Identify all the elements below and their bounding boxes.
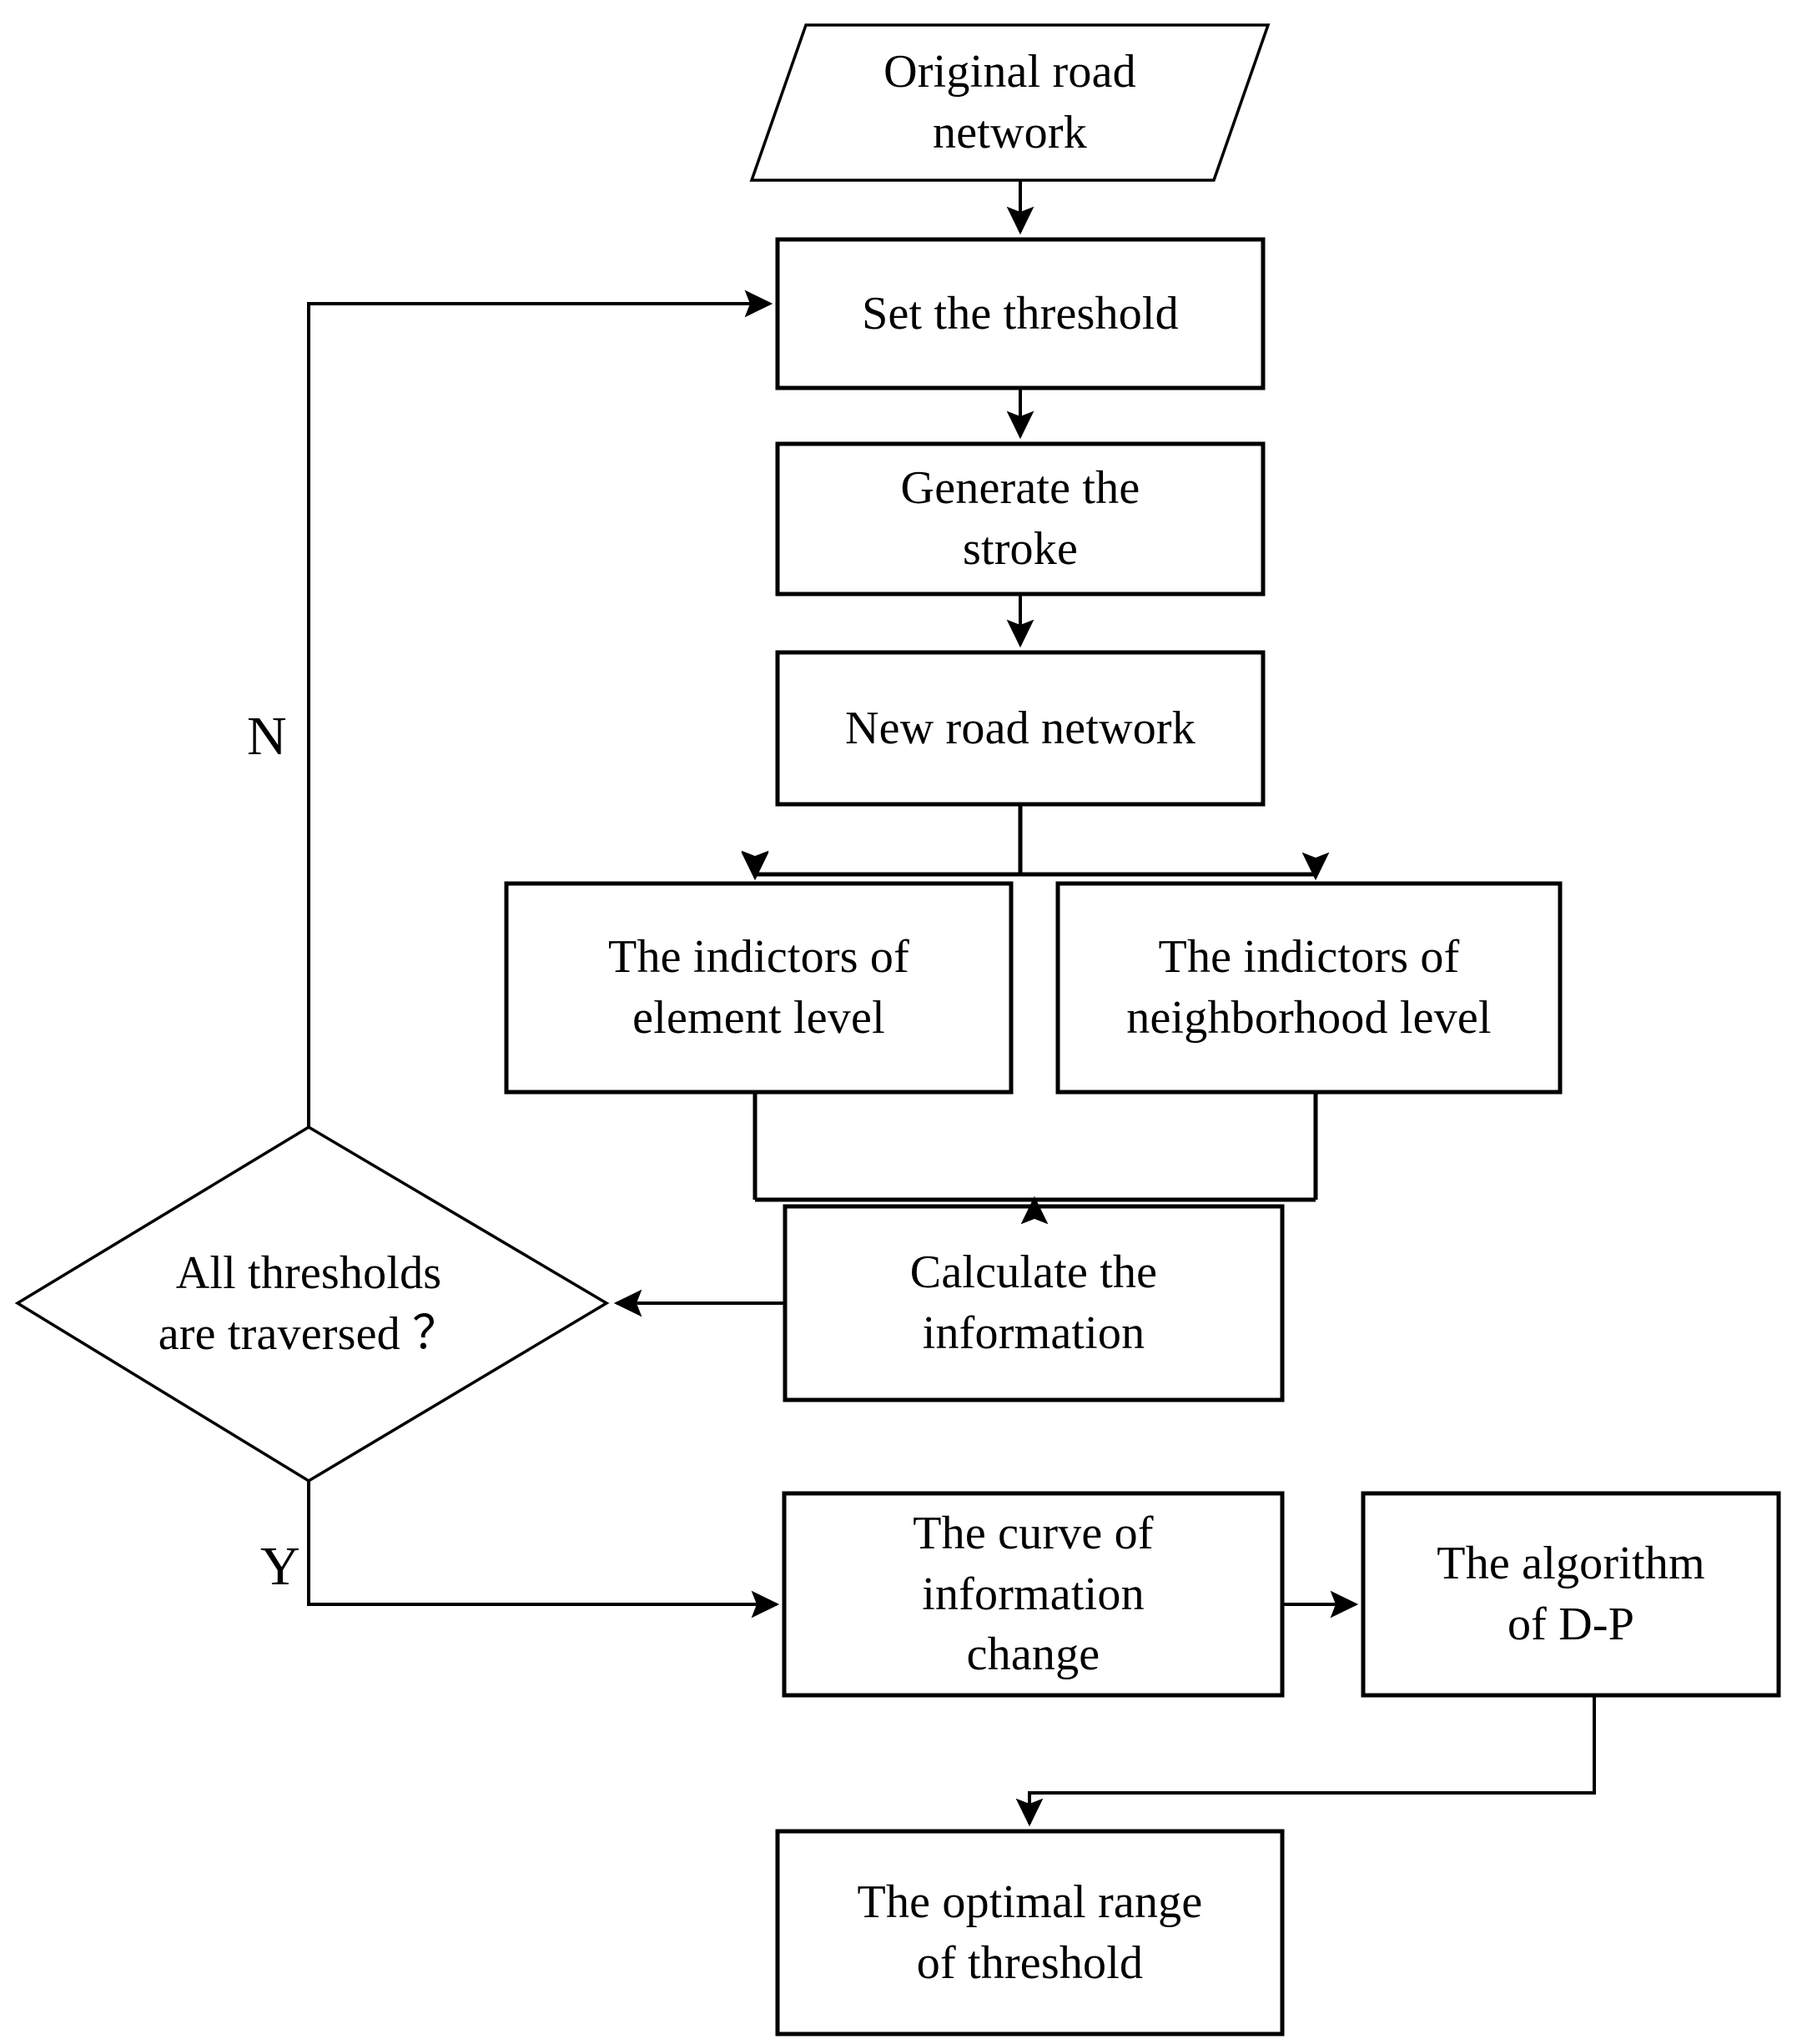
label-line: of D-P xyxy=(1507,1598,1635,1650)
node-optimal-range-threshold-label: The optimal range of threshold xyxy=(778,1831,1282,2034)
label-line: The indictors of xyxy=(608,931,909,984)
node-indictors-neighborhood-level-label: The indictors of neighborhood level xyxy=(1058,884,1560,1092)
node-indictors-element-level-label: The indictors of element level xyxy=(506,884,1011,1092)
node-new-road-network-shape xyxy=(775,650,1266,807)
label-line: Generate the xyxy=(900,462,1140,515)
label-line: New road network xyxy=(845,702,1195,754)
node-set-threshold-shape xyxy=(775,237,1266,390)
node-algorithm-dp-label: The algorithm of D-P xyxy=(1363,1493,1779,1695)
label-line: stroke xyxy=(962,523,1079,575)
node-optimal-range-threshold-shape xyxy=(775,1829,1285,2036)
edge-decision-no-to-set-threshold xyxy=(307,289,773,1127)
label-line: information xyxy=(922,1307,1145,1359)
label-line: Original road xyxy=(883,46,1136,98)
branch-label-yes: Y xyxy=(260,1536,300,1597)
label-line: The curve of xyxy=(913,1507,1154,1559)
label-line: Set the threshold xyxy=(862,287,1179,340)
label-line: network xyxy=(933,107,1087,159)
label-line: are traversed ？ xyxy=(158,1307,460,1360)
node-set-threshold-label: Set the threshold xyxy=(778,239,1263,388)
label-line: Calculate the xyxy=(909,1246,1158,1299)
edge-decision-yes-to-curve xyxy=(307,1481,780,1619)
label-line: information xyxy=(922,1568,1145,1620)
label-line: All thresholds xyxy=(175,1246,442,1299)
node-calculate-information-label: Calculate the information xyxy=(785,1206,1282,1400)
label-line: The optimal range xyxy=(857,1875,1203,1928)
label-line: change xyxy=(966,1629,1100,1681)
node-curve-information-change-shape xyxy=(782,1491,1285,1698)
node-indictors-element-level-shape xyxy=(504,881,1014,1095)
node-algorithm-dp-shape xyxy=(1361,1491,1781,1698)
branch-label-no: N xyxy=(247,706,287,767)
node-indictors-neighborhood-level-shape xyxy=(1055,881,1563,1095)
node-all-thresholds-traversed-label: All thresholds are traversed ？ xyxy=(67,1201,551,1406)
node-original-road-network-label: Original road network xyxy=(752,25,1268,180)
node-curve-information-change-label: The curve of information change xyxy=(784,1493,1282,1695)
label-line: The indictors of xyxy=(1158,931,1460,984)
label-line: element level xyxy=(632,992,885,1044)
edge-algorithm-dp-to-optimal-range xyxy=(1015,1695,1596,1827)
node-calculate-information-shape xyxy=(783,1204,1285,1402)
label-line: The algorithm xyxy=(1437,1538,1705,1590)
node-new-road-network-label: New road network xyxy=(778,652,1263,804)
node-original-road-network-shape xyxy=(749,23,1271,182)
label-line: neighborhood level xyxy=(1126,992,1492,1044)
node-generate-stroke-label: Generate the stroke xyxy=(778,444,1263,594)
label-line: of threshold xyxy=(916,1936,1144,1989)
